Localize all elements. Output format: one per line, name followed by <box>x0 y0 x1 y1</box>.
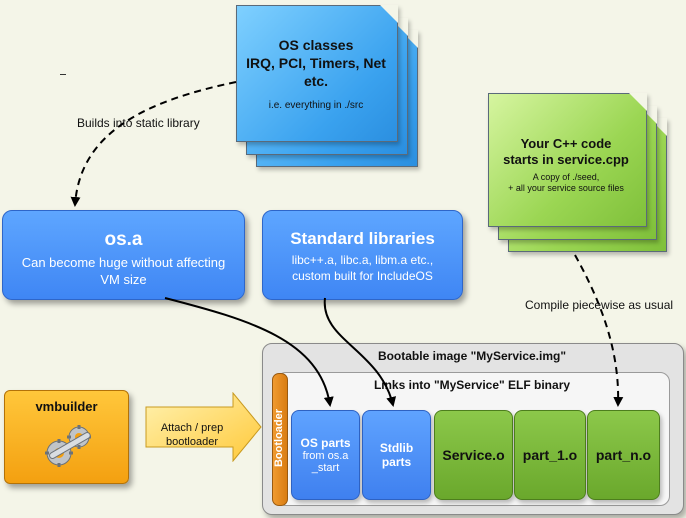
std-libs-title: Standard libraries <box>290 229 435 248</box>
os-a-desc-2: VM size <box>100 272 147 287</box>
os-classes-title-3: etc. <box>303 73 329 89</box>
elf-binary-title: Links into "MyService" ELF binary <box>373 378 571 392</box>
service-o-label: Service.o <box>442 447 505 463</box>
os-a-box: os.a Can become huge without affecting V… <box>2 210 245 300</box>
vmbuilder-label: vmbuilder <box>35 399 98 414</box>
os-parts-title: OS parts <box>300 436 351 450</box>
bootable-image-title: Bootable image "MyService.img" <box>377 349 567 363</box>
service-o-block: Service.o <box>434 410 513 500</box>
os-classes-note: i.e. everything in ./src <box>268 100 364 111</box>
stdlib-parts-line-2: parts <box>381 455 412 469</box>
os-a-desc-1: Can become huge without affecting <box>21 255 226 270</box>
your-code-note-1: A copy of ./seed, <box>532 172 600 182</box>
attach-label-1: Attach / prep <box>160 422 224 434</box>
stray-mark <box>60 74 66 75</box>
os-parts-sub-2: _start <box>311 462 340 474</box>
your-code-note-2: + all your service source files <box>508 183 624 193</box>
bootloader-label: Bootloader <box>273 408 285 468</box>
part-n-o-block: part_n.o <box>587 410 660 500</box>
os-parts-sub-1: from os.a <box>302 450 349 462</box>
vmbuilder-box: vmbuilder <box>4 390 129 484</box>
builds-into-arrow <box>70 81 237 207</box>
os-a-title: os.a <box>104 229 143 250</box>
os-parts-block: OS parts from os.a _start <box>291 410 360 500</box>
os-classes-title-1: OS classes <box>278 37 354 53</box>
os-classes-title-2: IRQ, PCI, Timers, Net <box>246 55 386 71</box>
stdlib-parts-line-1: Stdlib <box>379 441 414 455</box>
std-libs-desc-2: custom built for IncludeOS <box>292 269 433 283</box>
gears-wrench-icon <box>45 425 91 467</box>
standard-libraries-box: Standard libraries libc++.a, libc.a, lib… <box>262 210 463 300</box>
attach-label-2: bootloader <box>166 436 218 448</box>
part-1-o-block: part_1.o <box>514 410 586 500</box>
std-libs-desc-1: libc++.a, libc.a, libm.a etc., <box>291 253 434 267</box>
builds-into-label: Builds into static library <box>77 116 200 130</box>
part-1-o-label: part_1.o <box>522 447 578 463</box>
your-code-title-2: starts in service.cpp <box>503 152 629 167</box>
compile-label: Compile piecewise as usual <box>525 298 674 312</box>
your-code-title-1: Your C++ code <box>520 136 612 151</box>
stdlib-parts-block: Stdlib parts <box>362 410 431 500</box>
part-n-o-label: part_n.o <box>595 447 652 463</box>
